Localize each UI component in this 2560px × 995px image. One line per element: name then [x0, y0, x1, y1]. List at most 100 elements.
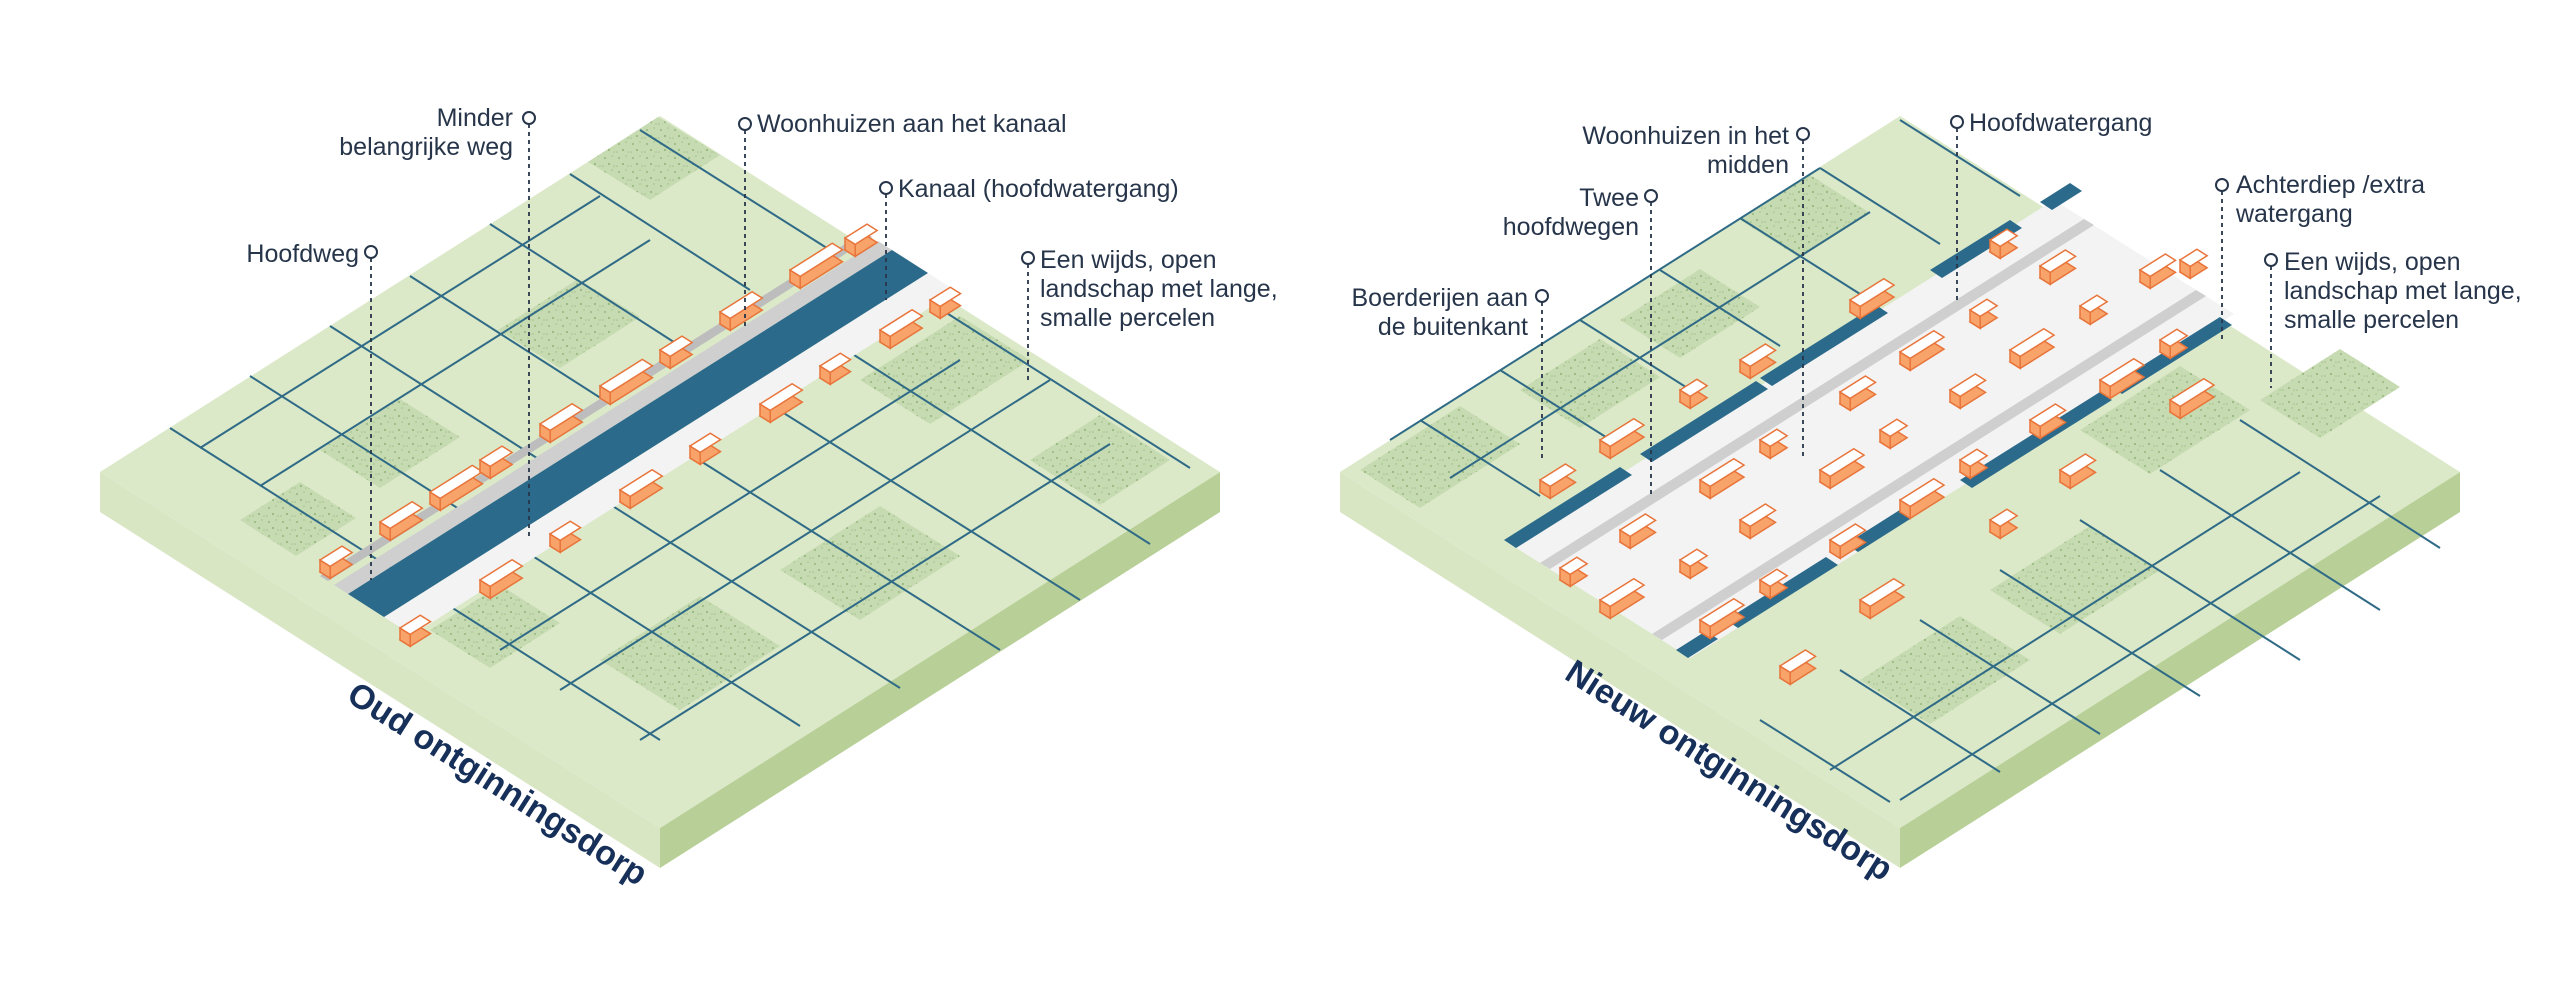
house — [548, 520, 582, 554]
parcel-dark — [1030, 415, 1170, 505]
parcel-dark — [430, 585, 560, 668]
svg-text:landschap met lange,: landschap met lange, — [1040, 275, 1278, 303]
house — [1758, 428, 1789, 460]
label-line: belangrijke weg — [339, 133, 513, 161]
house — [1898, 477, 1946, 520]
house-roof — [1598, 577, 1646, 608]
strip-houses-south — [384, 273, 956, 635]
house — [843, 223, 879, 258]
block-side-left — [1340, 472, 1900, 868]
parcel-dark — [320, 399, 460, 488]
house — [618, 468, 664, 510]
svg-text:Woonhuizen in het: Woonhuizen in het — [1582, 122, 1789, 150]
house-roof — [478, 445, 514, 468]
house-roof — [2078, 294, 2109, 314]
block-side-right — [660, 472, 1220, 868]
house — [2138, 253, 2177, 290]
svg-text:smalle percelen: smalle percelen — [2284, 306, 2459, 334]
svg-text:landschap met lange,: landschap met lange, — [2284, 277, 2522, 305]
house-roof — [2138, 253, 2177, 278]
house — [398, 614, 432, 648]
label-boerderijen: Boerderijen aan de buitenkant — [1351, 284, 1549, 460]
label-line: Een wijds, open — [2284, 248, 2461, 276]
label-twee-hoofdwegen: Twee hoofdwegen — [1503, 184, 1658, 498]
house-roof — [1988, 508, 2019, 528]
house-roof — [2038, 249, 2077, 274]
water-hoofdwatergang — [1504, 183, 2082, 548]
house-roof — [1558, 556, 1589, 576]
parcel-dark — [240, 482, 356, 556]
label-line: Een wijds, open — [1040, 246, 1217, 274]
road-1 — [1540, 219, 2094, 569]
house-roof — [1858, 577, 1906, 608]
svg-text:de buitenkant: de buitenkant — [1378, 313, 1528, 341]
house-roof — [658, 335, 694, 358]
house — [928, 286, 962, 320]
house-roof — [1828, 523, 1867, 548]
label-woonhuizen-aan-kanaal: Woonhuizen aan het kanaal — [738, 110, 1067, 330]
labels-nieuw: Boerderijen aan de buitenkant Twee hoofd… — [1351, 109, 2522, 498]
house — [1968, 298, 1999, 330]
house — [1878, 418, 1909, 450]
house — [1988, 228, 2019, 260]
house-roof — [758, 382, 804, 412]
house-roof — [1948, 373, 1987, 398]
house-roof — [1678, 548, 1709, 568]
svg-text:Een wijds, open: Een wijds, open — [1040, 246, 1217, 274]
road-hoofdweg — [334, 241, 892, 594]
house — [688, 432, 722, 466]
house-roof — [818, 352, 852, 374]
house-roof — [718, 290, 764, 320]
house-roof — [1758, 568, 1789, 588]
house — [718, 290, 764, 332]
house — [1848, 277, 1896, 320]
label-line: smalle percelen — [1040, 304, 1215, 332]
house — [2178, 248, 2209, 280]
label-line: Woonhuizen in het — [1582, 122, 1789, 150]
house-roof — [1738, 503, 1777, 528]
label-line: smalle percelen — [2284, 306, 2459, 334]
house — [658, 335, 694, 370]
house — [1558, 556, 1589, 588]
house-roof — [2058, 453, 2097, 478]
house-roof — [1778, 649, 1817, 674]
house-roof — [1898, 329, 1946, 360]
house-roof — [1968, 298, 1999, 318]
house-roof — [378, 500, 424, 530]
label-line: Hoofdweg — [246, 240, 359, 268]
house-roof — [843, 223, 879, 246]
label-line: landschap met lange, — [1040, 275, 1278, 303]
label-line: landschap met lange, — [2284, 277, 2522, 305]
parcel-dark — [780, 506, 960, 620]
house-roof — [1678, 378, 1709, 398]
house-roof — [1818, 447, 1866, 478]
house-roof — [598, 358, 654, 394]
house — [1618, 513, 1657, 550]
label-line: Minder — [437, 104, 513, 132]
label-hoofdwatergang: Hoofdwatergang — [1950, 109, 2152, 300]
house — [1738, 343, 1777, 380]
house — [1698, 597, 1746, 640]
house-roof — [1698, 457, 1746, 488]
label-line: Kanaal (hoofdwatergang) — [898, 175, 1179, 203]
house-roof — [1698, 597, 1746, 628]
label-line: Boerderijen aan — [1351, 284, 1528, 312]
svg-text:Hoofdweg: Hoofdweg — [246, 240, 359, 268]
house — [1778, 649, 1817, 686]
houses-nieuw — [1538, 228, 2216, 686]
house — [478, 445, 514, 480]
parcel-dark — [1360, 406, 1520, 508]
parcel-dark — [588, 117, 720, 200]
svg-text:watergang: watergang — [2235, 200, 2353, 228]
parcel-dark — [1740, 175, 1870, 258]
house — [478, 558, 524, 600]
house — [1858, 577, 1906, 620]
house-roof — [788, 242, 844, 278]
house — [1698, 457, 1746, 500]
village-ground — [1510, 200, 2234, 658]
house — [598, 358, 654, 406]
house-roof — [2158, 328, 2189, 348]
house-roof — [2098, 357, 2146, 388]
house — [2028, 403, 2067, 440]
